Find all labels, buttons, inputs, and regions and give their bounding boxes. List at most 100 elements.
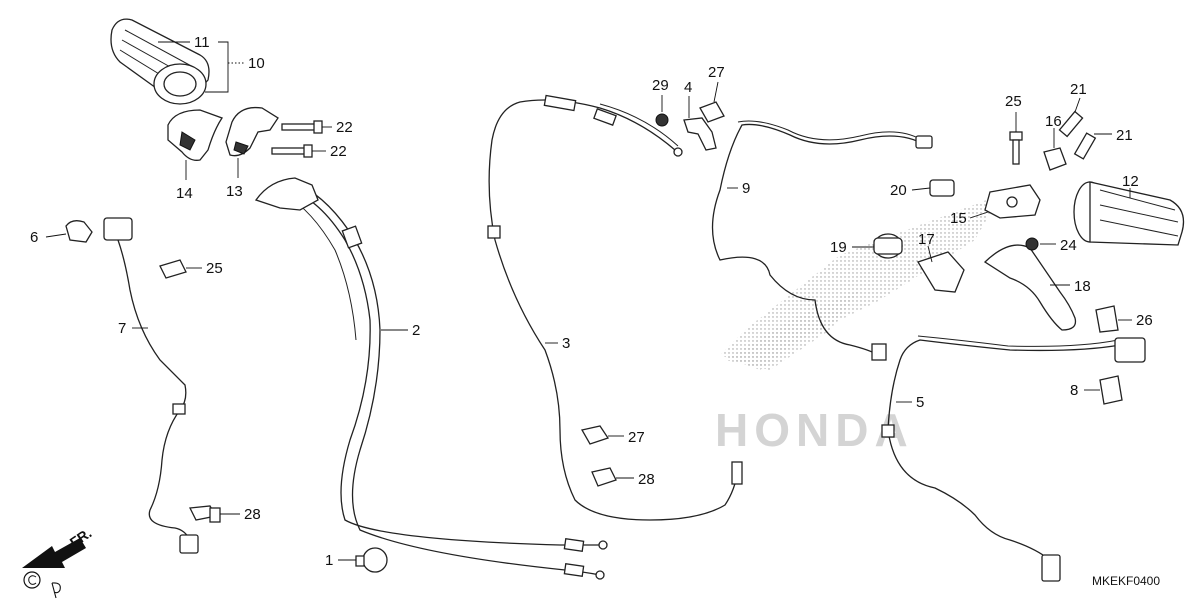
callout-label: 27: [628, 429, 645, 446]
wire-harness-7: [117, 239, 191, 541]
callout-label: 10: [248, 55, 265, 72]
adjuster-20-part: [929, 179, 955, 197]
callout-label: 19: [830, 239, 847, 256]
callout-label: 15: [950, 210, 967, 227]
callout-label: 22: [330, 143, 347, 160]
callout-label: 12: [1122, 173, 1139, 190]
wire-7-connector-part: [179, 534, 199, 554]
callout-24: 24: [1040, 237, 1077, 254]
callout-15: 15: [950, 210, 989, 227]
clutch-lever-18-part: [983, 244, 1077, 331]
callout-5: 5: [896, 394, 924, 411]
callout-12: 12: [1122, 173, 1139, 198]
callout-2: 2: [381, 322, 420, 339]
bolt-21-lower-part: [1073, 132, 1097, 160]
bracket-4-part: [683, 117, 717, 151]
callout-label: 25: [1005, 93, 1022, 110]
callout-25-left: 25: [186, 260, 223, 277]
callout-26: 27: [708, 64, 725, 103]
callout-13: 13: [226, 158, 243, 200]
callout-21-lower: 21: [1094, 127, 1133, 144]
clip-25-left-part: [159, 259, 187, 279]
throttle-grip-part: [110, 18, 210, 105]
callout-label: 29: [652, 77, 669, 94]
callout-18: 18: [1050, 278, 1091, 295]
clip-26-part: [699, 101, 725, 123]
clip-27-lower-part: [591, 467, 617, 487]
copyright-icon: [23, 571, 61, 599]
clip-25-right-part: [1095, 305, 1119, 333]
bracket-17-part: [917, 251, 965, 293]
throttle-housing-lower-part: [167, 109, 223, 161]
callout-20: 20: [890, 182, 931, 199]
nut-24-part: [1025, 237, 1039, 251]
clutch-cable-3: [487, 94, 743, 521]
screw-22-upper-part: [281, 120, 323, 134]
callout-label: 4: [684, 79, 692, 96]
clip-28-part: [188, 505, 221, 523]
diagram-code: MKEKF0400: [1092, 574, 1160, 588]
callout-23: 25: [1005, 93, 1022, 132]
callout-19: 19: [830, 239, 874, 256]
callout-label: 21: [1116, 127, 1133, 144]
callout-label: 22: [336, 119, 353, 136]
callout-label: 13: [226, 183, 243, 200]
callout-14: 14: [176, 160, 193, 202]
callout-label: 3: [562, 335, 570, 352]
clamp-16-part: [1043, 147, 1067, 171]
callout-label: 21: [1070, 81, 1087, 98]
throttle-cable-2: [254, 177, 608, 580]
callout-11: 11: [158, 34, 229, 93]
callout-10: 10: [228, 55, 265, 72]
grip-12-part: [1073, 181, 1185, 246]
callout-label: 2: [412, 322, 420, 339]
clamp-1-part: [355, 547, 388, 573]
bolt-23-part: [1009, 131, 1023, 165]
front-arrow-icon: FR.: [22, 525, 94, 568]
callout-27-upper: 27: [608, 429, 645, 446]
callout-label: 14: [176, 185, 193, 202]
callout-27-lower: 28: [616, 471, 655, 488]
callout-25-right: 26: [1118, 312, 1153, 329]
wire-7-boot-part: [172, 403, 186, 415]
clutch-switch-left-part: [65, 217, 133, 243]
callout-label: 9: [742, 180, 750, 197]
switch-19-part: [873, 233, 903, 259]
callout-label: 27: [708, 64, 725, 81]
callout-label: 16: [1045, 113, 1062, 130]
callout-label: 17: [918, 231, 935, 248]
callout-3: 3: [545, 335, 570, 352]
callout-17: 17: [918, 231, 935, 263]
callout-22-lower: 22: [312, 143, 347, 160]
bolt-21-upper-part: [1058, 110, 1084, 138]
callout-label: 26: [1136, 312, 1153, 329]
callout-label: 20: [890, 182, 907, 199]
callout-21-upper: 21: [1070, 81, 1087, 113]
callout-label: 6: [30, 229, 38, 246]
callout-label: 18: [1074, 278, 1091, 295]
callout-9: 9: [727, 180, 750, 197]
throttle-housing-upper-part: [225, 106, 279, 157]
wire-harness-5: [881, 335, 1146, 582]
callout-16: 16: [1045, 113, 1062, 148]
callout-label: 11: [194, 34, 210, 51]
callout-29: 29: [652, 77, 669, 112]
callout-label: 28: [244, 506, 261, 523]
screw-22-lower-part: [271, 144, 313, 158]
clip-8-part: [1099, 375, 1123, 405]
nut-29-part: [655, 113, 669, 127]
lever-holder-15-part: [984, 184, 1041, 219]
callout-label: 5: [916, 394, 924, 411]
callout-label: 1: [325, 552, 333, 569]
callout-22-upper: 22: [322, 119, 353, 136]
wire-harness-9: [711, 120, 933, 361]
callout-28: 28: [220, 506, 261, 523]
callout-label: 7: [118, 320, 126, 337]
clip-27-upper-part: [580, 425, 610, 445]
callout-label: 8: [1070, 382, 1078, 399]
callout-8: 8: [1070, 382, 1100, 399]
callout-label: 25: [206, 260, 223, 277]
callout-label: 28: [638, 471, 655, 488]
